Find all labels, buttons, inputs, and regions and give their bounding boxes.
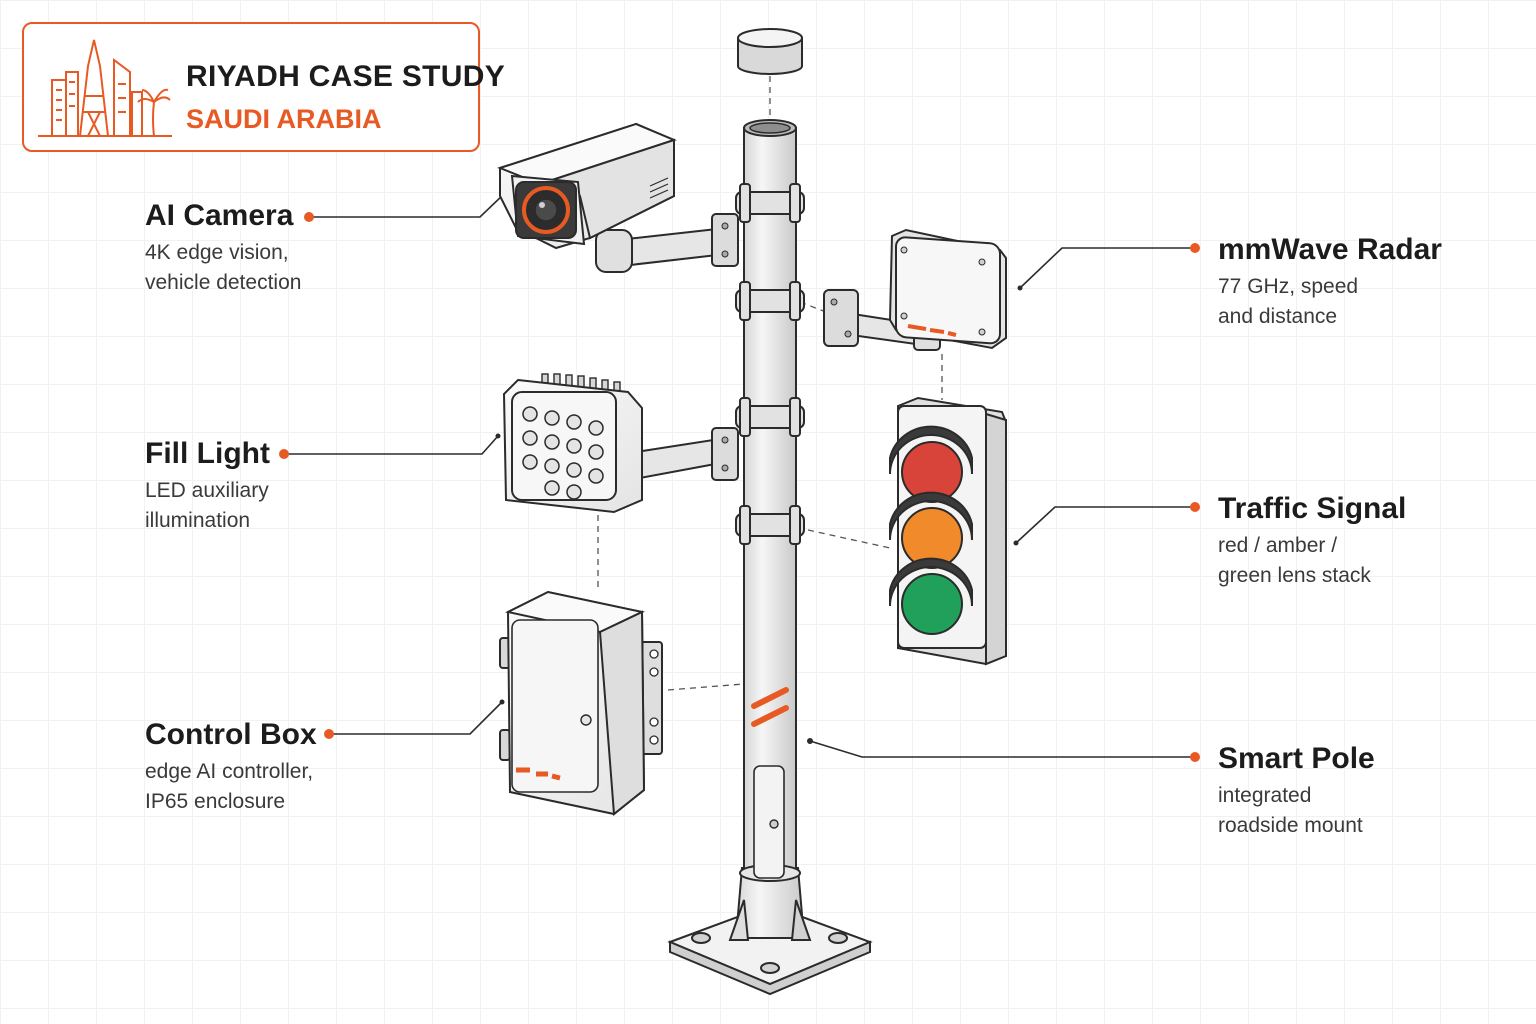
traffic-signal-dot — [1190, 502, 1200, 512]
smart-pole — [667, 119, 873, 996]
camera-dot — [304, 212, 314, 222]
fill-light-leader — [284, 435, 499, 455]
callout-control-box: Control Box edge AI controller, IP65 enc… — [145, 717, 317, 817]
fill-light-desc-2: illumination — [145, 509, 251, 532]
ai-camera-desc-2: vehicle detection — [145, 271, 302, 294]
callout-traffic-signal: Traffic Signal red / amber / green lens … — [1218, 491, 1406, 591]
leader-lines — [284, 193, 1195, 758]
riyadh-skyline-icon — [38, 39, 172, 137]
control-box-title: Control Box — [145, 718, 317, 751]
pole-access-hatch — [753, 765, 785, 879]
smart-pole-dot — [1190, 752, 1200, 762]
header-title: RIYADH CASE STUDY — [186, 60, 506, 93]
callout-smart-pole: Smart Pole integrated roadside mount — [1218, 741, 1375, 841]
traffic-signal-leader — [1015, 506, 1195, 544]
smart-pole-leader — [809, 740, 1195, 758]
control-box-stripes — [516, 767, 561, 781]
smart-pole-title: Smart Pole — [1218, 742, 1375, 775]
traffic-signal-desc-1: red / amber / — [1218, 534, 1338, 557]
dashed-connectors — [597, 76, 943, 691]
smart-pole-desc-2: roadside mount — [1218, 814, 1363, 837]
signal-green-lens — [901, 573, 963, 635]
pole-hazard-stripes — [751, 687, 789, 727]
leader-dots — [279, 191, 1200, 762]
callout-mmwave-radar: mmWave Radar 77 GHz, speed and distance — [1218, 232, 1442, 332]
fill-light-title: Fill Light — [145, 437, 270, 470]
control-box-desc-2: IP65 enclosure — [145, 790, 286, 813]
radar-desc-2: and distance — [1218, 305, 1338, 328]
fill-light-dot — [279, 449, 289, 459]
control-box-leader — [329, 701, 503, 735]
control-box-lock — [580, 714, 592, 726]
pole-clamps — [735, 183, 805, 545]
callout-fill-light: Fill Light LED auxiliary illumination — [145, 436, 270, 536]
fill-light — [502, 373, 739, 514]
radar-desc-1: 77 GHz, speed — [1218, 275, 1359, 298]
smart-pole-desc-1: integrated — [1218, 784, 1312, 807]
header-subtitle: SAUDI ARABIA — [186, 104, 382, 134]
callout-ai-camera: AI Camera 4K edge vision, vehicle detect… — [145, 198, 301, 298]
ai-camera-title: AI Camera — [145, 199, 294, 232]
radar-title: mmWave Radar — [1218, 233, 1442, 266]
pole-cap — [737, 28, 803, 75]
led-array — [522, 406, 604, 500]
control-box-dot — [324, 729, 334, 739]
traffic-signal — [889, 396, 1007, 666]
header-card: RIYADH CASE STUDY SAUDI ARABIA — [22, 22, 505, 152]
ai-camera-desc-1: 4K edge vision, — [145, 241, 289, 264]
radar-leader — [1019, 247, 1195, 289]
traffic-signal-desc-2: green lens stack — [1218, 564, 1371, 587]
camera-leader — [309, 193, 505, 218]
fill-light-desc-1: LED auxiliary — [145, 479, 269, 502]
mmwave-radar — [823, 228, 1007, 351]
radar-stripes — [907, 324, 957, 337]
ai-camera — [497, 122, 739, 273]
control-box — [499, 590, 663, 816]
control-box-desc-1: edge AI controller, — [145, 760, 314, 783]
radar-dot — [1190, 243, 1200, 253]
traffic-signal-title: Traffic Signal — [1218, 492, 1407, 525]
